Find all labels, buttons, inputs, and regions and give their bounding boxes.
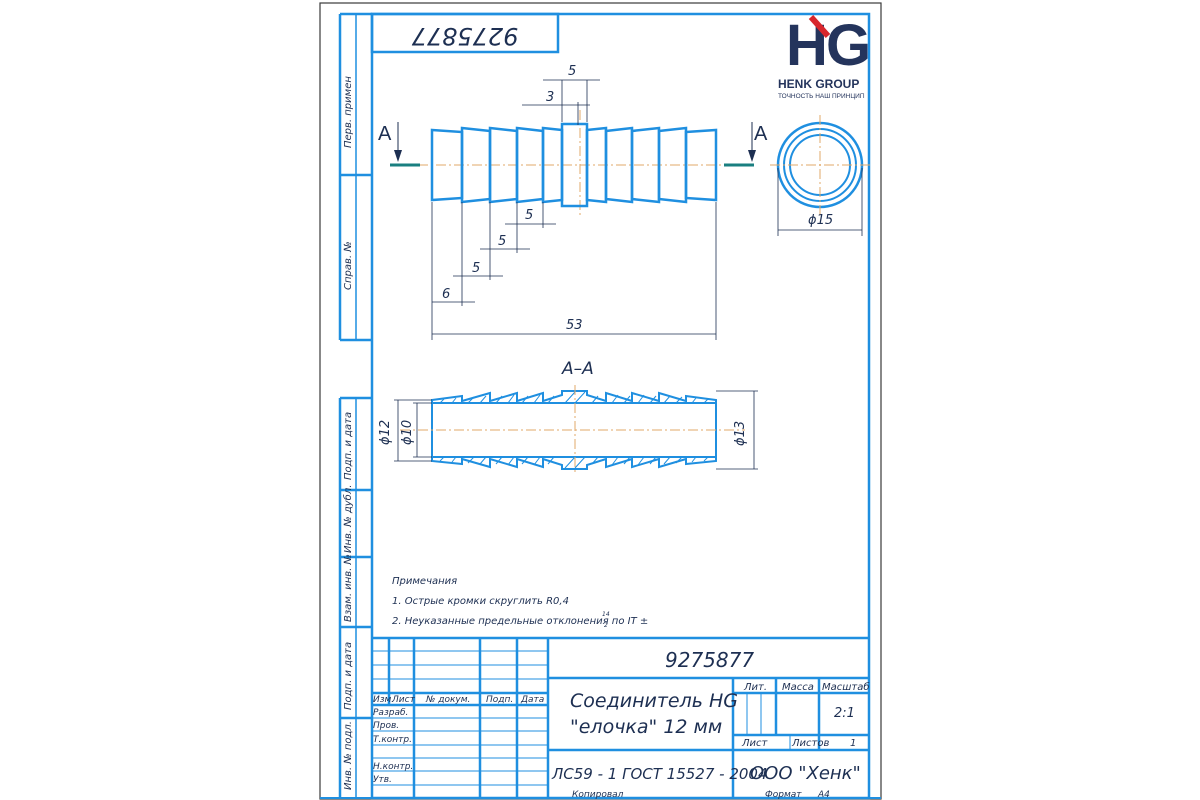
tb-col-dokum: № докум. [425, 695, 470, 705]
tb-format-label: Формат [765, 790, 802, 800]
tb-row-nkontr: Н.контр. [373, 762, 413, 772]
logo-tagline: ТОЧНОСТЬ НАШ ПРИНЦИП [778, 93, 865, 100]
dim-overall-53: 53 [566, 318, 583, 333]
notes-title: Примечания [392, 576, 457, 587]
tb-doc-number: 9275877 [665, 648, 754, 672]
section-view: А–А [378, 359, 758, 475]
logo-company: HENK GROUP [778, 77, 859, 91]
page-border [319, 2, 882, 800]
dim-top-5: 5 [568, 64, 576, 79]
strip-label-sprav: Справ. № [343, 241, 354, 290]
tb-sheets-value: 1 [850, 738, 856, 749]
tb-header-scale: Масштаб [822, 681, 870, 693]
left-strip: Перв. примен Справ. № Подп. и дата Инв. … [338, 12, 372, 798]
tb-col-podp: Подп. [486, 695, 513, 705]
strip-label-inv-dubl: Инв. № дубл. [342, 485, 354, 553]
logo-mark-g: G [826, 13, 871, 78]
dim-step-5b: 5 [498, 234, 506, 249]
notes: Примечания 1. Острые кромки скруглить R0… [392, 576, 648, 629]
henk-group-logo: H G HENK GROUP ТОЧНОСТЬ НАШ ПРИНЦИП [778, 13, 871, 100]
tb-row-utv: Утв. [373, 775, 392, 785]
tb-company: ООО "Хенк" [750, 763, 861, 784]
dim-section-d13: ϕ13 [733, 421, 748, 446]
section-letter-left: А [378, 123, 392, 145]
tb-format-value: A4 [817, 790, 830, 800]
end-view: ϕ15 [770, 115, 870, 236]
tb-col-izm: Изм. [373, 695, 394, 705]
tb-name-line1: Соединитель HG [570, 690, 738, 712]
tb-col-list: Лист [391, 695, 416, 705]
notes-tolerance-num: 14 [602, 611, 610, 618]
notes-item-2: 2. Неуказанные предельные отклонения по … [392, 616, 648, 627]
strip-label-perv-primen: Перв. примен [343, 76, 354, 148]
tb-header-mass: Масса [782, 682, 814, 693]
tb-sheets-label: Листов [791, 738, 829, 749]
tb-scale-value: 2:1 [834, 706, 855, 721]
strip-label-podp-data-2: Подп. и дата [343, 642, 354, 710]
dim-top-3: 3 [546, 90, 554, 105]
dim-step-5c: 5 [472, 261, 480, 276]
notes-item-1: 1. Острые кромки скруглить R0,4 [392, 596, 569, 607]
title-block: 9275877 Соединитель HG "елочка" 12 мм ЛС… [320, 636, 881, 800]
corner-stamp-number: 9275877 [411, 22, 519, 50]
dim-step-6: 6 [442, 287, 450, 302]
dim-section-d10: ϕ10 [400, 420, 415, 445]
logo-mark-h: H [786, 13, 828, 78]
tb-material: ЛС59 - 1 ГОСТ 15527 - 2004 [551, 765, 768, 783]
tb-row-prov: Пров. [373, 721, 399, 731]
tb-row-tkontr: Т.контр. [373, 735, 412, 745]
tb-row-razrab: Разраб. [373, 708, 408, 718]
notes-tolerance-den: 2 [604, 622, 608, 629]
section-hatching [439, 391, 709, 469]
tb-header-lit: Лит. [743, 682, 767, 693]
section-letter-right: А [754, 123, 768, 145]
dim-section-d12: ϕ12 [378, 420, 393, 445]
tb-copied: Копировал [572, 790, 624, 800]
dim-step-5a: 5 [525, 208, 533, 223]
tb-name-line2: "елочка" 12 мм [570, 716, 722, 738]
strip-label-podp-data-1: Подп. и дата [343, 412, 354, 480]
section-title: А–А [561, 359, 594, 379]
side-view: А А 5 3 [378, 64, 768, 340]
logo-red-accent [808, 14, 831, 39]
strip-label-vzam-inv: Взам. инв. № [343, 554, 354, 622]
tb-sheet-label: Лист [741, 738, 769, 749]
dim-end-view-d15: ϕ15 [808, 213, 833, 228]
strip-label-inv-podl: Инв. № подл. [343, 721, 354, 790]
tb-col-data: Дата [520, 695, 544, 705]
corner-stamp-box [370, 12, 560, 54]
